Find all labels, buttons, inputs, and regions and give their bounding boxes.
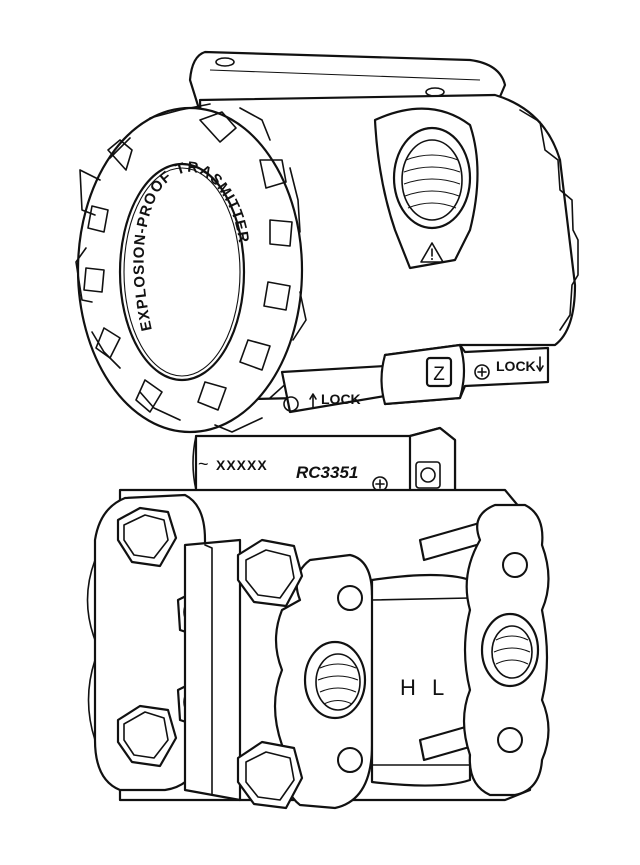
front-cover: [75, 103, 307, 434]
tilde-icon: ~: [198, 454, 209, 474]
bolt-bottom-left-icon: [116, 704, 178, 768]
side-label-high: H: [400, 675, 416, 700]
electronics-housing: EXPLOSION-PROOF TRASMITTER: [75, 50, 579, 434]
bolt-front-top-icon: [236, 538, 304, 608]
arrow-down-icon: [536, 356, 544, 372]
side-label-low: L: [432, 675, 444, 700]
model-label: RC3351: [296, 463, 358, 482]
zero-key-button[interactable]: [425, 356, 453, 388]
lock-label-left: LOCK: [321, 391, 361, 407]
bolt-top-left-icon: [116, 506, 178, 568]
lock-collar: Z LOCK LOCK: [280, 343, 550, 414]
flange-assembly: H L: [86, 488, 550, 810]
bolt-front-bottom-icon: [236, 740, 304, 810]
warning-triangle-icon: [420, 242, 444, 263]
plus-screw-icon: [474, 364, 490, 380]
neck-band: ~ XXXXX RC3351: [192, 426, 457, 502]
lock-screw-left-icon: [283, 396, 299, 412]
zero-key-label: Z: [433, 364, 445, 385]
lock-label-right: LOCK: [496, 358, 536, 374]
arrow-up-icon: [309, 393, 317, 409]
serial-label: XXXXX: [216, 457, 268, 473]
